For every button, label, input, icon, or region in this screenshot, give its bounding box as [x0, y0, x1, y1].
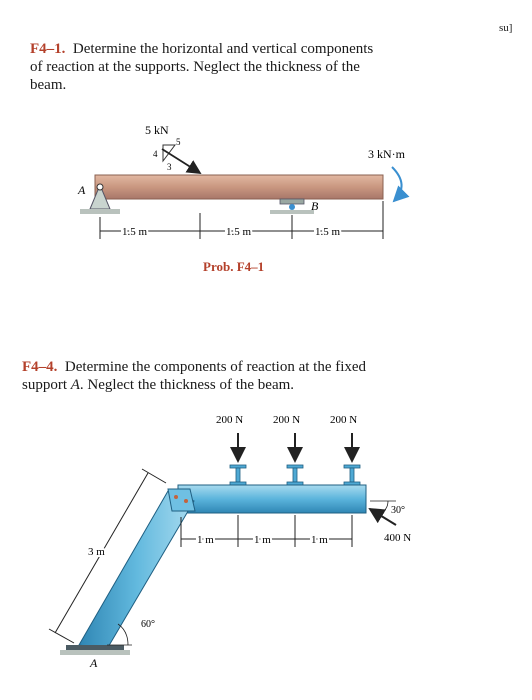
slope-label: 3	[167, 162, 172, 172]
dimension-lines	[99, 201, 384, 239]
problem-text: Determine the horizontal and vertical co…	[72, 41, 374, 57]
length-label: 3 m	[88, 546, 105, 558]
pin-a	[96, 183, 104, 191]
dimension-label: 1.5 m	[122, 226, 148, 238]
force-400-arrow	[368, 507, 397, 526]
problem-line: F4–4. Determine the components of reacti…	[22, 358, 512, 376]
ground-b	[270, 210, 314, 214]
angle-label: 30°	[391, 505, 405, 516]
roller-b	[289, 204, 295, 210]
horizontal-beam	[177, 484, 367, 514]
support-a-label: A	[77, 183, 86, 197]
support-a-label: A	[89, 656, 98, 670]
dimension-label: 1 m	[254, 534, 271, 546]
slope-label: 4	[153, 149, 158, 159]
beam	[94, 174, 384, 200]
force-label: 200 N	[216, 414, 243, 426]
force-400-label: 400 N	[384, 532, 411, 544]
figure-caption: Prob. F4–1	[203, 259, 264, 274]
figure-f4-1: 5 kN 4 5 3 3 kN·m A B 1.5 m 1.5 m 1.5 m …	[77, 123, 410, 274]
angle-arc	[383, 500, 389, 512]
dimension-label: 1 m	[197, 534, 214, 546]
support-b-label: B	[311, 199, 319, 213]
problem-number: F4–4.	[22, 359, 58, 375]
problem-line: beam.	[30, 77, 67, 93]
dimension-label: 1.5 m	[226, 226, 252, 238]
force-label: 200 N	[273, 414, 300, 426]
moment-arrow	[391, 166, 410, 203]
load-label: 5 kN	[145, 123, 169, 137]
problem-line: support A. Neglect the thickness of the …	[22, 377, 295, 393]
problem-f4-4-text: F4–4. Determine the components of reacti…	[22, 358, 512, 394]
corner-text: su]	[499, 22, 513, 34]
angle-label: 60°	[141, 619, 155, 630]
angle-arc	[117, 623, 129, 646]
load-arrow	[161, 148, 202, 174]
ground-a	[80, 209, 120, 214]
dimension-label: 1 m	[311, 534, 328, 546]
figure-f4-4: 200 N 200 N 200 N A 3 m 60° 1 m 1 m 1 m	[48, 414, 411, 670]
problem-f4-1-text: F4–1. Determine the horizontal and verti…	[30, 40, 500, 94]
fixed-support-a	[66, 645, 124, 650]
ground-a	[60, 650, 130, 655]
problem-number: F4–1.	[30, 41, 66, 57]
problem-text: Determine the components of reaction at …	[64, 359, 367, 375]
dimension-label: 1.5 m	[315, 226, 341, 238]
problem-line: of reaction at the supports. Neglect the…	[30, 59, 360, 75]
problem-line: F4–1. Determine the horizontal and verti…	[30, 40, 500, 58]
force-label: 200 N	[330, 414, 357, 426]
joint-plate	[167, 488, 196, 512]
length-dimension	[48, 468, 167, 644]
slope-label: 5	[176, 137, 181, 147]
bolt	[184, 499, 188, 503]
load-posts	[229, 464, 361, 486]
inclined-column	[78, 490, 195, 650]
moment-label: 3 kN·m	[368, 147, 406, 161]
beam-dimension-lines	[180, 515, 353, 547]
bolt	[174, 495, 178, 499]
roller-support-b	[279, 198, 305, 205]
